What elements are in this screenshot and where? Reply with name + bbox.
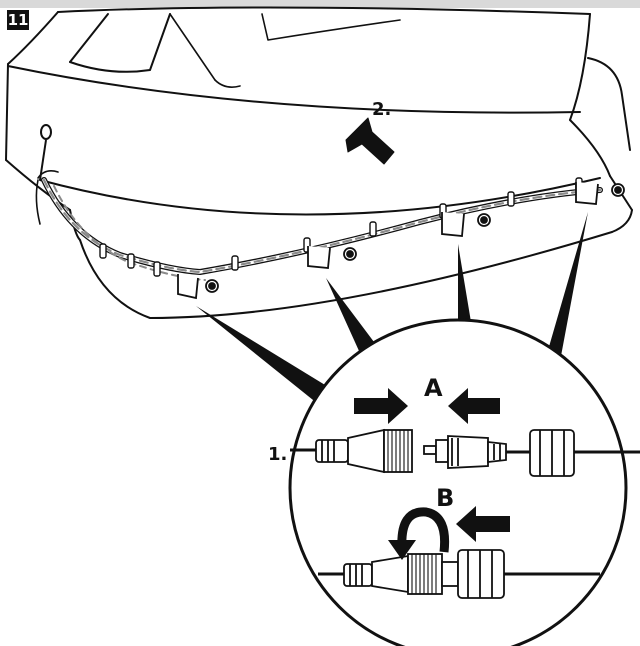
push-arrow-icon bbox=[456, 506, 510, 542]
push-arrow-icon bbox=[345, 117, 395, 165]
led-holders bbox=[177, 182, 625, 300]
connector-b bbox=[318, 549, 600, 599]
callout-pointers bbox=[196, 212, 588, 404]
tub-outline bbox=[5, 6, 633, 319]
step-2-label: 2. bbox=[372, 99, 391, 120]
connector-a bbox=[290, 428, 640, 477]
connector-b-label: B bbox=[436, 484, 454, 512]
step-number-badge: 11 bbox=[7, 10, 29, 30]
rotate-arrow-icon bbox=[388, 507, 450, 560]
left-hook bbox=[39, 124, 52, 181]
connector-a-label: A bbox=[424, 374, 443, 402]
push-arrow-icon bbox=[448, 388, 500, 424]
step-1-label: 1. bbox=[268, 444, 287, 465]
magnifier bbox=[288, 318, 628, 646]
top-band bbox=[0, 0, 640, 8]
cable-clips bbox=[99, 177, 583, 277]
push-arrow-icon bbox=[354, 388, 408, 424]
